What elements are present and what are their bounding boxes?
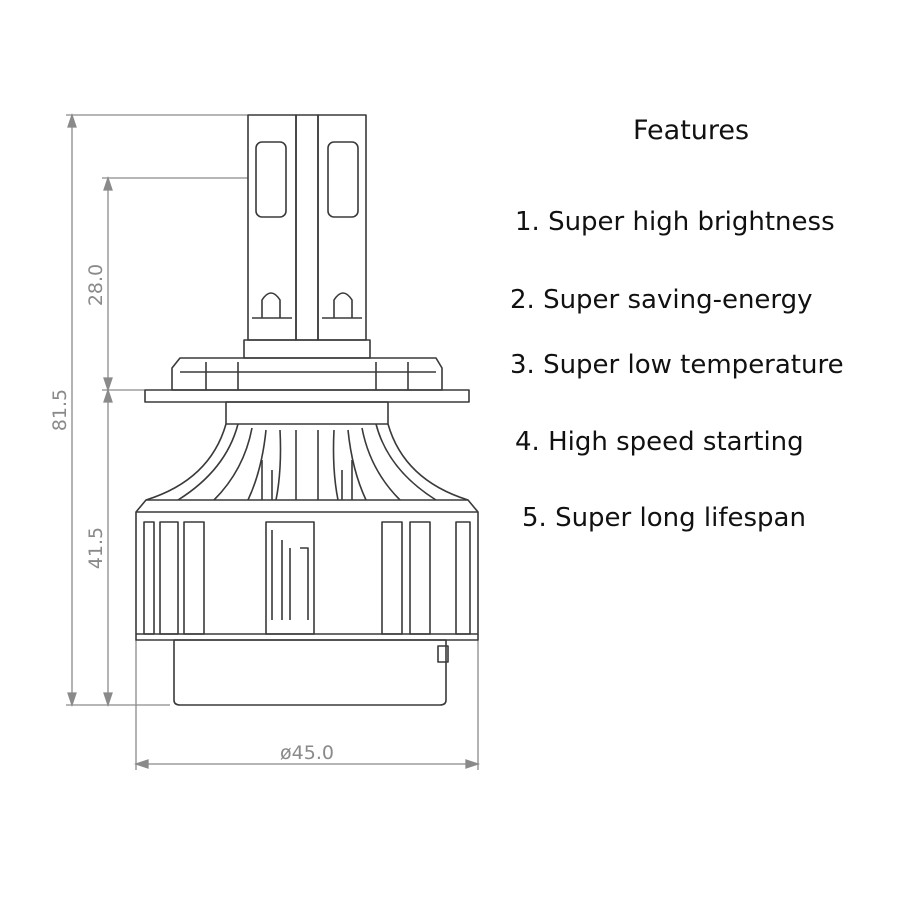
features-title: Features [633,115,750,146]
heatsink-body [135,499,479,641]
feature-item-5: 5. Super long lifespan [522,503,806,533]
flange [144,357,470,425]
dimension-labels: 81.5 28.0 41.5 ø45.0 [49,264,334,764]
led-post-right [317,114,367,341]
bottom-cap [173,639,449,706]
led-post-left [247,114,297,341]
feature-item-1: 1. Super high brightness [515,207,835,237]
bulb-outline [135,114,479,706]
feature-item-4: 4. High speed starting [515,427,804,457]
lower-height-label: 41.5 [85,527,107,569]
led-post-center [295,114,319,341]
feature-item-3: 3. Super low temperature [510,350,844,380]
upper-height-label: 28.0 [85,264,107,306]
cooling-fins [145,423,469,501]
features-panel: Features 1. Super high brightness 2. Sup… [480,0,900,560]
diameter-label: ø45.0 [280,742,334,764]
total-height-label: 81.5 [49,389,71,431]
dimension-lines [66,112,481,770]
feature-item-2: 2. Super saving-energy [510,285,813,315]
